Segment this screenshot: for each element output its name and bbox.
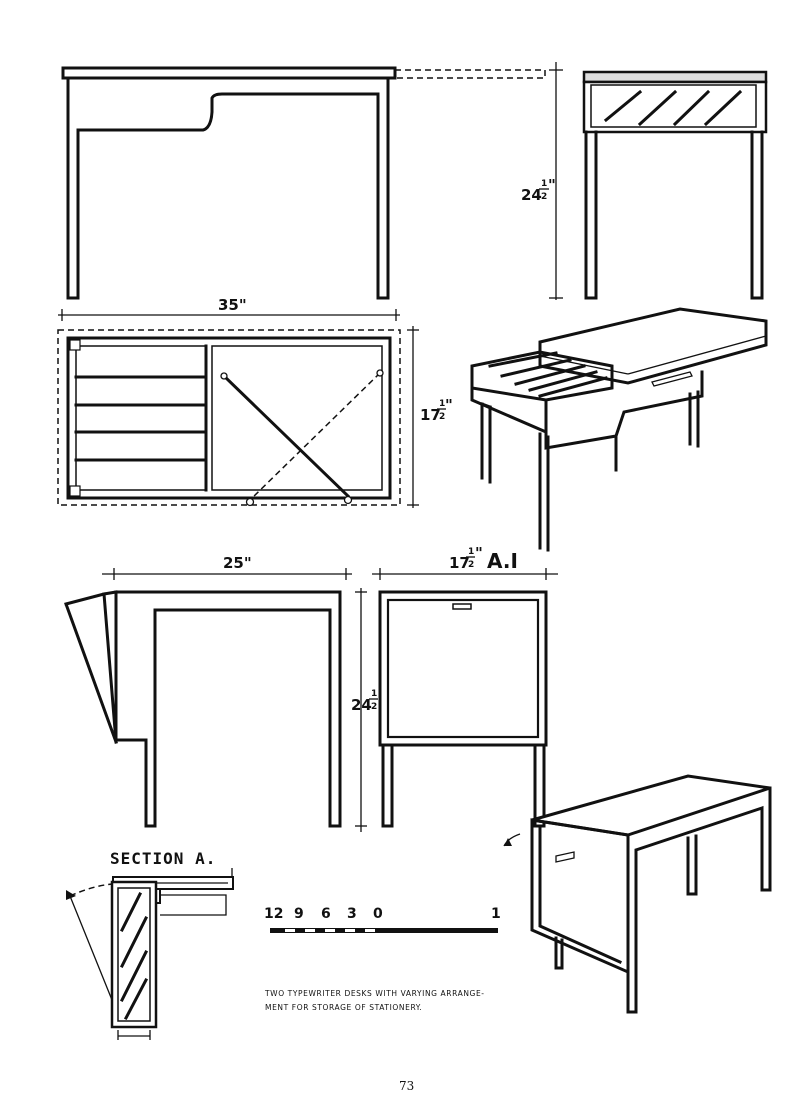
svg-text:24: 24 — [351, 696, 372, 714]
svg-text:1: 1 — [541, 179, 547, 189]
desk1-side-section — [582, 70, 768, 300]
section-label: SECTION A. — [110, 849, 216, 868]
depth-dimension-desk2: 17 1 2 " A.I — [372, 544, 558, 580]
svg-text:2: 2 — [468, 560, 474, 570]
svg-text:2: 2 — [439, 412, 445, 422]
width-dimension-desk2: 25" — [102, 554, 352, 580]
desk1-perspective-view — [470, 307, 768, 552]
desk2-perspective-view — [503, 774, 772, 1014]
caption-line-2: MENT FOR STORAGE OF STATIONERY. — [265, 1003, 422, 1012]
svg-text:1: 1 — [371, 689, 377, 699]
scale-label-9: 9 — [294, 906, 304, 922]
scale-label-0: 0 — [373, 906, 383, 922]
desk1-plan-view: 35" — [57, 296, 401, 507]
width-label-desk2: 25" — [223, 554, 252, 572]
scale-label-1: 1 — [491, 906, 501, 922]
caption-line-1: TWO TYPEWRITER DESKS WITH VARYING ARRANG… — [264, 989, 485, 998]
svg-text:1: 1 — [468, 547, 474, 557]
desk2-side-elevation — [378, 590, 548, 828]
desk1-front-elevation — [61, 66, 546, 300]
scale-label-12: 12 — [264, 906, 283, 922]
svg-text:2: 2 — [371, 702, 377, 712]
svg-text:": " — [548, 176, 556, 194]
height-dimension-desk1: 24 1 2 " — [521, 62, 563, 300]
width-label-desk1: 35" — [218, 296, 247, 314]
scale-label-3: 3 — [347, 906, 357, 922]
svg-text:17: 17 — [449, 554, 470, 572]
section-marker-a1: A.I — [487, 549, 518, 573]
svg-text:1: 1 — [439, 399, 445, 409]
svg-text:2: 2 — [541, 192, 547, 202]
desk2-front-elevation — [64, 590, 342, 828]
svg-text:17: 17 — [420, 406, 441, 424]
scale-bar: 12 9 6 3 0 1 — [264, 906, 501, 933]
section-a-detail: SECTION A. — [66, 849, 234, 1040]
svg-text:": " — [475, 544, 483, 562]
caption: TWO TYPEWRITER DESKS WITH VARYING ARRANG… — [264, 989, 485, 1012]
page-number: 73 — [399, 1079, 414, 1093]
height-label-whole: 24 — [521, 186, 542, 204]
svg-text:": " — [445, 396, 453, 414]
depth-dimension-desk1: 17 1 2 " — [407, 326, 453, 508]
scale-label-6: 6 — [321, 906, 331, 922]
